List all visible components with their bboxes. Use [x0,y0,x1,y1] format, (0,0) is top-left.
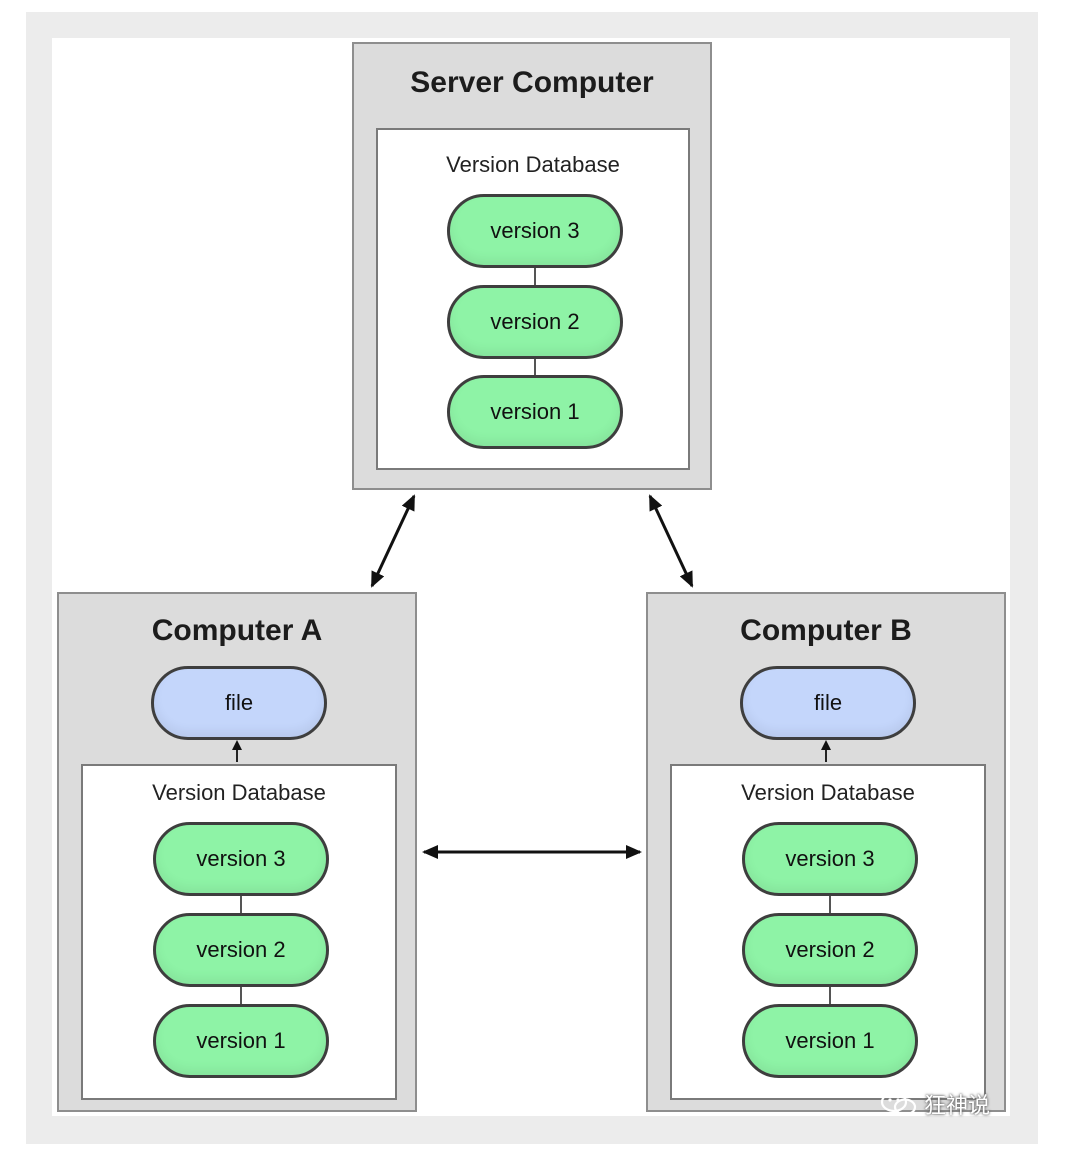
computer-b-title: Computer B [740,614,912,647]
computer-b-version-link [829,985,831,1005]
server-computer-title: Server Computer [410,66,654,99]
server-version-1: version 1 [447,375,623,449]
server-version-link [534,268,536,288]
computer-a-title: Computer A [151,614,323,647]
computer-a-version-1: version 1 [153,1004,329,1078]
server-version-2: version 2 [447,285,623,359]
computer-a-version-3: version 3 [153,822,329,896]
wechat-icon [880,1091,917,1116]
watermark-text: 狂神说 [924,1093,991,1118]
computer-a-version-2: version 2 [153,913,329,987]
server-to-computer-a-arrow [370,494,416,588]
computer-b-database-label: Version Database [741,780,915,805]
computer-a-file: file [151,666,327,740]
computer-b-version-link [829,894,831,914]
computer-a-version-link [240,985,242,1005]
server-version-database: Version Database version 3 version 2 ver… [376,128,690,470]
computer-b-version-2: version 2 [742,913,918,987]
computer-b: Computer B file Version Database version… [646,592,1006,1112]
computer-a-version-link [240,894,242,914]
computer-b-file: file [740,666,916,740]
server-database-label: Version Database [446,152,620,177]
server-computer: Server Computer Version Database version… [352,42,712,490]
computer-b-version-3: version 3 [742,822,918,896]
computer-a-database-label: Version Database [152,780,326,805]
computer-a-version-database: Version Database version 3 version 2 ver… [81,764,397,1100]
computer-b-version-database: Version Database version 3 version 2 ver… [670,764,986,1100]
server-version-link [534,358,536,378]
computer-a: Computer A file Version Database version… [57,592,417,1112]
server-version-3: version 3 [447,194,623,268]
watermark: 狂神说 [880,1088,990,1120]
computer-b-version-1: version 1 [742,1004,918,1078]
server-to-computer-b-arrow [648,494,694,588]
